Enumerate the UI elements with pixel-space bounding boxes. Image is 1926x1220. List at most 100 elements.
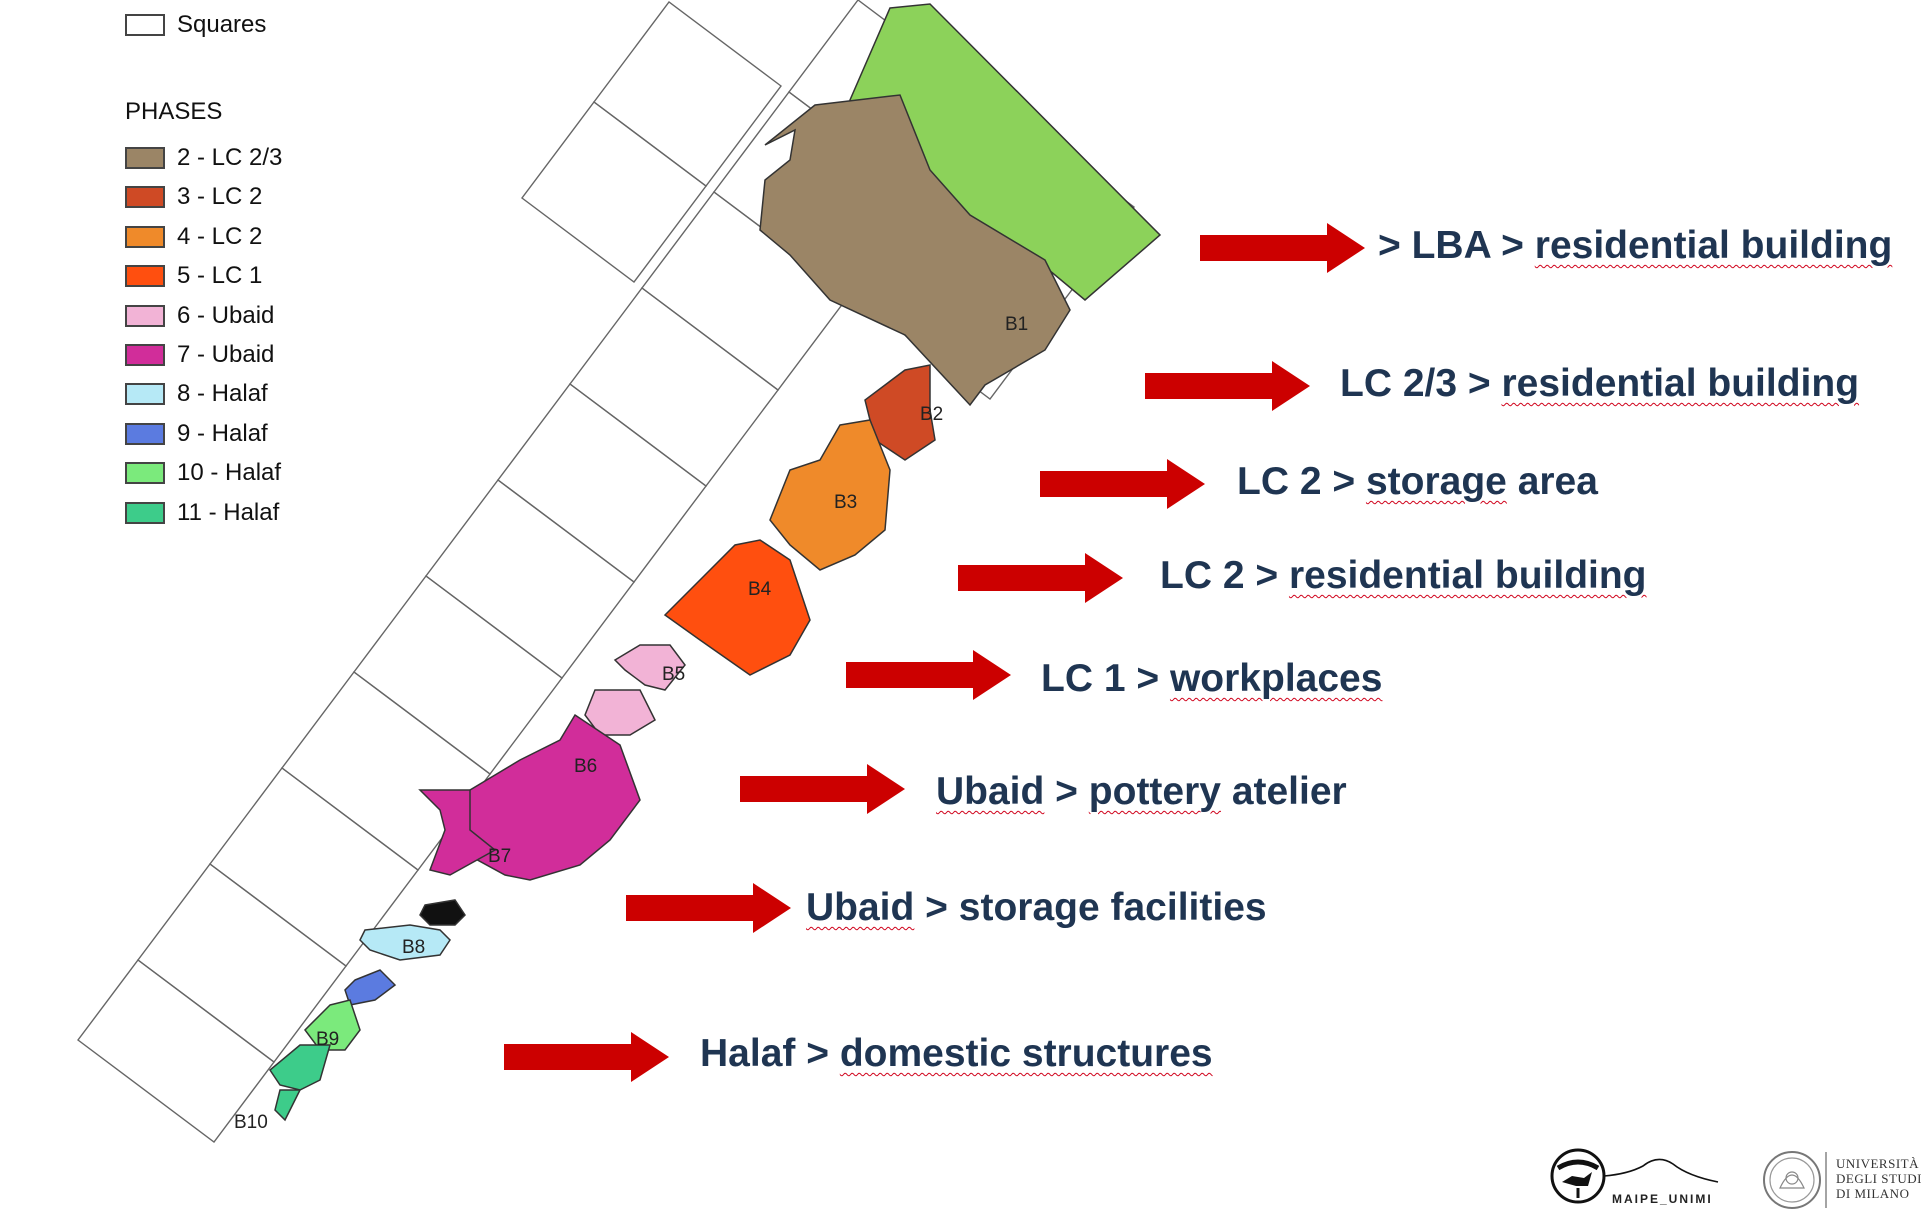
phase-8-area [359, 924, 451, 961]
annotation-text: LC 2/3 > [1340, 362, 1502, 405]
legend-squares: Squares [125, 10, 266, 40]
unimi-line-2: DEGLI STUDI [1836, 1171, 1923, 1186]
annotation-text: domestic structures [839, 1032, 1213, 1075]
trench-label: B2 [920, 404, 943, 425]
phase-label: 11 - Halaf [177, 498, 280, 526]
phase-6-area-2 [584, 689, 656, 736]
phase-6-area [613, 644, 686, 691]
phase-11-area-2 [274, 1089, 302, 1122]
squares-swatch [125, 14, 165, 36]
phase-3-building [864, 364, 936, 461]
annotation-2: LC 2/3 > residential building [1340, 362, 1859, 406]
red-arrow [1040, 459, 1205, 509]
phase-swatch [125, 501, 165, 524]
legend-phase-10: 11 - Halaf [125, 498, 279, 528]
annotation-text: > LBA > [1378, 224, 1535, 267]
legend-phase-2: 3 - LC 2 [125, 182, 262, 212]
maipe-logo-text: MAIPE_UNIMI [1612, 1192, 1713, 1206]
trench-label: B4 [748, 579, 772, 600]
legend-phase-1: 2 - LC 2/3 [125, 143, 282, 173]
phase-9-area [344, 969, 397, 1006]
grid-square [353, 575, 563, 775]
annotation-text: LC 2 > [1237, 460, 1366, 503]
annotation-text: area [1506, 460, 1598, 503]
annotation-8: Halaf > domestic structures [700, 1032, 1213, 1076]
unimi-line-1: UNIVERSITÀ [1836, 1156, 1919, 1171]
legend-squares-label: Squares [177, 11, 267, 38]
annotation-7: Ubaid > storage facilities [806, 886, 1267, 930]
phase-swatch [125, 186, 165, 209]
phase-2-building [759, 94, 1071, 407]
legend-phase-5: 6 - Ubaid [125, 301, 274, 331]
grid-square [77, 959, 275, 1143]
phase-swatch [125, 147, 165, 169]
legend-phase-9: 10 - Halaf [125, 458, 281, 488]
phase-swatch [125, 422, 165, 445]
annotation-text: Ubaid [806, 886, 915, 929]
phase-swatch [125, 265, 165, 288]
annotation-arrows [504, 223, 1365, 1082]
legend-phases-title: PHASES [125, 98, 223, 125]
trench-label: B1 [1005, 314, 1028, 335]
trench-label: B7 [488, 846, 511, 867]
annotation-text: workplaces [1169, 657, 1383, 700]
red-arrow [740, 764, 905, 814]
phase-label: 4 - LC 2 [177, 222, 263, 250]
phase-swatch [125, 225, 165, 248]
red-arrow [1145, 361, 1310, 411]
grid-square [497, 383, 707, 583]
annotation-4: LC 2 > residential building [1160, 554, 1647, 598]
phase-label: 8 - Halaf [177, 380, 268, 408]
annotation-text: atelier [1220, 770, 1347, 813]
red-arrow [504, 1032, 669, 1082]
phase-swatch [125, 462, 165, 485]
legend-phase-7: 8 - Halaf [125, 379, 268, 409]
black-feature [419, 899, 466, 926]
annotation-3: LC 2 > storage area [1237, 460, 1598, 504]
annotation-1: > LBA > residential building [1378, 224, 1892, 268]
trench-label: B6 [574, 756, 597, 777]
unimi-seal-icon [1763, 1151, 1827, 1209]
phase-swatch [125, 383, 165, 406]
grid-square [593, 1, 782, 187]
annotation-text: > [1044, 770, 1089, 813]
annotation-6: Ubaid > pottery atelier [936, 770, 1347, 814]
trench-label: B10 [234, 1112, 268, 1133]
annotation-text: pottery [1088, 770, 1221, 813]
unimi-logo-text: UNIVERSITÀ DEGLI STUDI DI MILANO [1836, 1156, 1922, 1201]
legend-phase-6: 7 - Ubaid [125, 340, 274, 370]
phase-7-building-2 [418, 789, 497, 876]
red-arrow [958, 553, 1123, 603]
grid-square [521, 101, 707, 283]
annotation-text: residential building [1534, 224, 1893, 267]
legend-phase-3: 4 - LC 2 [125, 222, 262, 252]
phase-label: 2 - LC 2/3 [177, 144, 283, 171]
phase-11-area [269, 1044, 331, 1091]
legend-phase-4: 5 - LC 1 [125, 261, 262, 291]
phase-label: 5 - LC 1 [177, 262, 263, 290]
phase-swatch [125, 304, 165, 327]
grid-square [569, 287, 779, 487]
phase-features [269, 3, 1162, 1122]
phase-label: 6 - Ubaid [177, 301, 275, 329]
phase-7-building [449, 713, 641, 881]
red-arrow [846, 650, 1011, 700]
annotation-text: LC 2 > [1160, 554, 1289, 597]
phase-label: 3 - LC 2 [177, 183, 263, 211]
annotation-text: Halaf > [700, 1032, 840, 1075]
phase-label: 7 - Ubaid [177, 341, 275, 368]
trench-label: B8 [402, 937, 425, 958]
annotation-5: LC 1 > workplaces [1041, 657, 1382, 701]
phase-swatch [125, 344, 165, 366]
annotation-text: > storage facilities [914, 886, 1267, 929]
squares-grid [77, 0, 1135, 1143]
red-arrow [1200, 223, 1365, 273]
phase-10-area [304, 999, 361, 1051]
maipe-logo-mark [1550, 1148, 1719, 1204]
phase-label: 9 - Halaf [177, 419, 268, 447]
annotation-text: LC 1 > [1041, 657, 1170, 700]
annotation-text: residential building [1288, 554, 1647, 597]
phase-5-building [663, 539, 811, 676]
